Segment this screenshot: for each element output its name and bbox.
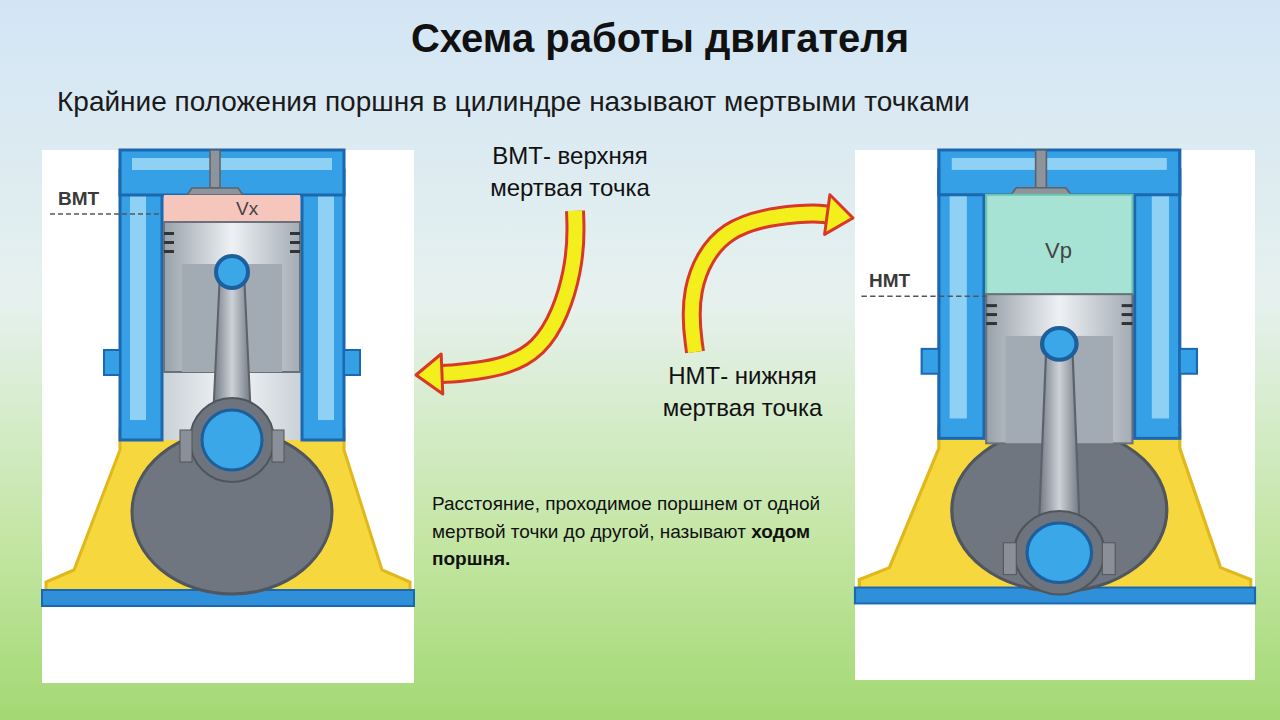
arrow-head (416, 354, 443, 394)
dead-point-marker: НМТ (869, 268, 910, 294)
engine-bottom-position (855, 150, 1255, 680)
arrow-outline (692, 213, 828, 352)
engine-panel: VpНМТ (855, 150, 1255, 680)
arrow-outline (442, 211, 576, 374)
callout-text: НМТ- нижняя мертвая точка (640, 360, 845, 425)
diagram-title: Схема работы двигателя (260, 16, 1060, 61)
volume-label: Vx (236, 196, 258, 222)
arrow-head (825, 195, 853, 235)
curved-arrow (416, 211, 576, 394)
dead-point-marker: ВМТ (58, 186, 99, 212)
engine-panel: ВМТ Vx (42, 150, 414, 683)
volume-label: Vp (1045, 236, 1072, 266)
definition-note: Расстояние, проходимое поршнем от одной … (432, 490, 847, 573)
engine-top-position (42, 150, 414, 683)
curved-arrow (692, 195, 853, 352)
arrow-shaft (692, 213, 828, 352)
callout-text: ВМТ- верхняя мертвая точка (470, 140, 670, 205)
dead-point-definition: НМТ- нижняя мертвая точка (640, 360, 845, 425)
arrow-shaft (442, 211, 576, 374)
subtitle: Крайние положения поршня в цилиндре назы… (57, 86, 1257, 118)
dead-point-definition: ВМТ- верхняя мертвая точка (470, 140, 670, 205)
